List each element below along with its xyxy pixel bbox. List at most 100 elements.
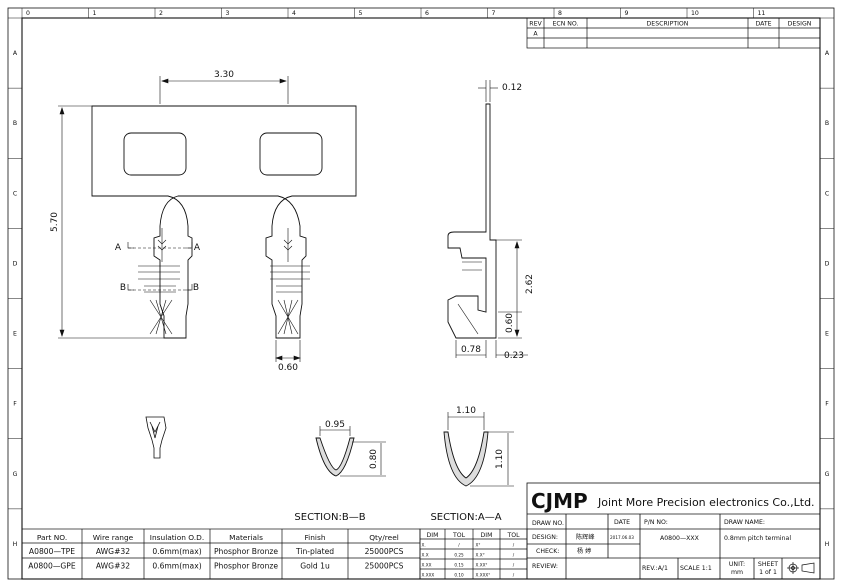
tolerance-cell: X.X°: [476, 553, 485, 558]
sheet-label: SHEET: [758, 561, 778, 568]
revision-table: REV ECN NO. DESCRIPTION DATE DESIGN A: [526, 17, 821, 49]
draw-name-value: 0.8mm pitch terminal: [724, 535, 791, 542]
ruler-number: 1: [93, 10, 97, 17]
rev-value: A: [533, 31, 538, 38]
dim-side-height: 2.62: [525, 274, 535, 294]
ecn-header: ECN NO.: [552, 21, 578, 28]
section-b-title: SECTION:B—B: [294, 512, 365, 523]
ruler-letter: G: [13, 471, 18, 478]
drawing-frame: [7, 7, 835, 580]
parts-header: Part NO.: [37, 533, 67, 542]
parts-header: Finish: [304, 533, 325, 542]
parts-cell: Gold 1u: [300, 562, 330, 571]
review-label: REVIEW:: [532, 563, 558, 570]
end-view: [145, 416, 167, 459]
carrier-strip-outline: [91, 105, 357, 339]
section-marker-a-left: A: [115, 243, 122, 253]
dim-sec-a-width: 1.10: [456, 406, 476, 416]
tolerance-cell: /: [513, 543, 515, 548]
tolerance-cell: X.XX°: [476, 563, 488, 568]
design-label: DESIGN:: [532, 534, 558, 541]
front-view-dimensions: [58, 76, 301, 362]
ruler-letter: C: [13, 190, 17, 197]
section-marker-b-left: B: [120, 283, 126, 293]
ruler-letter: C: [825, 190, 829, 197]
dim-side-small: 0.60: [505, 313, 515, 333]
scale-label: SCALE 1:1: [680, 565, 712, 572]
date-header: DATE: [755, 21, 771, 28]
date-label: DATE: [614, 519, 630, 526]
dim-tail-width: 0.60: [278, 363, 298, 373]
check-value: 杨 婷: [577, 547, 591, 555]
parts-header: Qty/reel: [369, 533, 399, 542]
ruler-number: 3: [226, 10, 230, 17]
ruler-number: 9: [625, 10, 629, 17]
check-label: CHECK:: [536, 548, 559, 555]
ruler-number: 10: [691, 10, 699, 17]
dim-side-offset: 0.23: [504, 351, 524, 361]
dim-side-width: 0.78: [461, 345, 481, 355]
tolerance-cell: 0.15: [454, 563, 464, 568]
date-value: 2017.06.03: [610, 535, 634, 540]
side-view-outline: [447, 103, 497, 339]
side-view-dimensions: [455, 80, 528, 358]
ruler-letter: F: [825, 401, 829, 408]
tolerance-cell: /: [513, 573, 515, 578]
ruler-number: 11: [758, 10, 766, 17]
ruler-number: 5: [359, 10, 363, 17]
tolerance-header: DIM: [427, 532, 439, 539]
tolerance-header: TOL: [452, 532, 466, 539]
ruler-number: 8: [558, 10, 562, 17]
sheet-value: 1 of 1: [759, 569, 777, 576]
carrier-hole-right: [259, 132, 323, 176]
ruler-letter: E: [825, 331, 829, 338]
unit-label: UNIT:: [729, 561, 745, 568]
brand-logo: CJMP: [531, 489, 588, 513]
parts-header: Wire range: [93, 533, 134, 542]
pn-label: P/N NO:: [644, 519, 668, 526]
ruler-letter: D: [13, 260, 18, 267]
parts-cell: 25000PCS: [365, 547, 404, 556]
draw-name-label: DRAW NAME:: [724, 519, 765, 526]
ruler-letter: H: [13, 541, 18, 548]
tolerance-header: TOL: [506, 532, 520, 539]
ruler-number: 6: [425, 10, 429, 17]
ruler-letter: B: [825, 120, 829, 127]
parts-cell: AWG#32: [96, 562, 130, 571]
design-header: DESIGN: [788, 21, 812, 28]
front-view: [91, 105, 357, 339]
ruler-number: 4: [292, 10, 296, 17]
tolerance-cell: /: [513, 563, 515, 568]
ruler-letter: A: [825, 50, 830, 57]
tolerance-cell: /: [458, 543, 460, 548]
terminal-details-right: [270, 228, 310, 335]
unit-value: mm: [731, 569, 743, 576]
dim-sec-b-width: 0.95: [325, 420, 345, 430]
company-name: Joint More Precision electronics Co.,Ltd…: [597, 496, 815, 509]
parts-cell: A0800—TPE: [29, 547, 75, 556]
side-view: [447, 103, 497, 339]
ruler-letter: A: [13, 50, 18, 57]
parts-cell: AWG#32: [96, 547, 130, 556]
tolerance-cell: X.XXX: [422, 573, 435, 578]
description-header: DESCRIPTION: [647, 21, 689, 28]
revision-label: REV.:A/1: [642, 565, 668, 572]
carrier-hole-left: [123, 132, 187, 176]
tolerance-cell: /: [513, 553, 515, 558]
tolerance-cell: X.: [422, 543, 426, 548]
parts-cell: A0800—GPE: [28, 562, 76, 571]
ruler-letter: F: [13, 401, 17, 408]
section-a-a: [443, 412, 514, 487]
ruler-letter: E: [13, 331, 17, 338]
section-a-title: SECTION:A—A: [430, 512, 501, 523]
parts-cell: Tin-plated: [295, 547, 334, 556]
dim-height: 5.70: [50, 212, 60, 232]
parts-header: Insulation O.D.: [150, 533, 204, 542]
ruler-number: 7: [492, 10, 496, 17]
